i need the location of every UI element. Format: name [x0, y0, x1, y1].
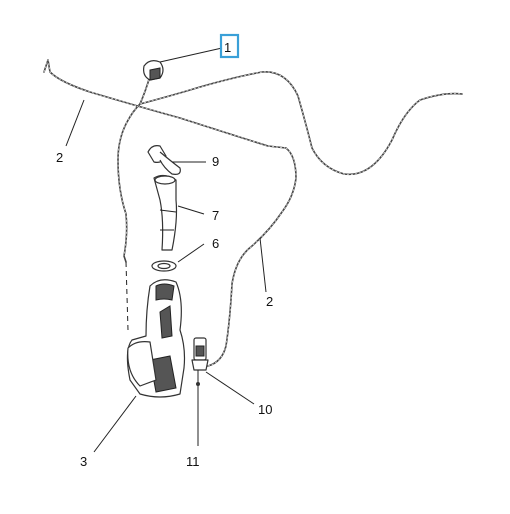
washer-reservoir — [126, 279, 186, 398]
callout-9[interactable]: 9 — [212, 154, 219, 169]
filler-cap — [147, 145, 181, 175]
selected-callout-box — [219, 33, 240, 59]
hose-right-down — [207, 147, 297, 367]
washer-pump — [191, 337, 209, 371]
alignment-line — [125, 261, 129, 331]
callout-11[interactable]: 11 — [186, 454, 200, 469]
leader-lines — [65, 47, 267, 453]
callout-3[interactable]: 3 — [80, 454, 87, 469]
callout-1[interactable]: 1 — [224, 40, 231, 55]
hose-nozzle-branch — [117, 75, 151, 263]
filler-neck — [153, 174, 178, 251]
callout-10[interactable]: 10 — [258, 402, 272, 417]
callout-7[interactable]: 7 — [212, 208, 219, 223]
callout-2-right[interactable]: 2 — [266, 294, 273, 309]
grommet-point — [196, 382, 200, 386]
hose-arch-right — [139, 71, 463, 176]
hose-upper-left — [43, 59, 287, 149]
seal-ring — [151, 260, 177, 272]
callout-6[interactable]: 6 — [212, 236, 219, 251]
callout-2-left[interactable]: 2 — [56, 150, 63, 165]
washer-nozzle — [143, 60, 164, 81]
